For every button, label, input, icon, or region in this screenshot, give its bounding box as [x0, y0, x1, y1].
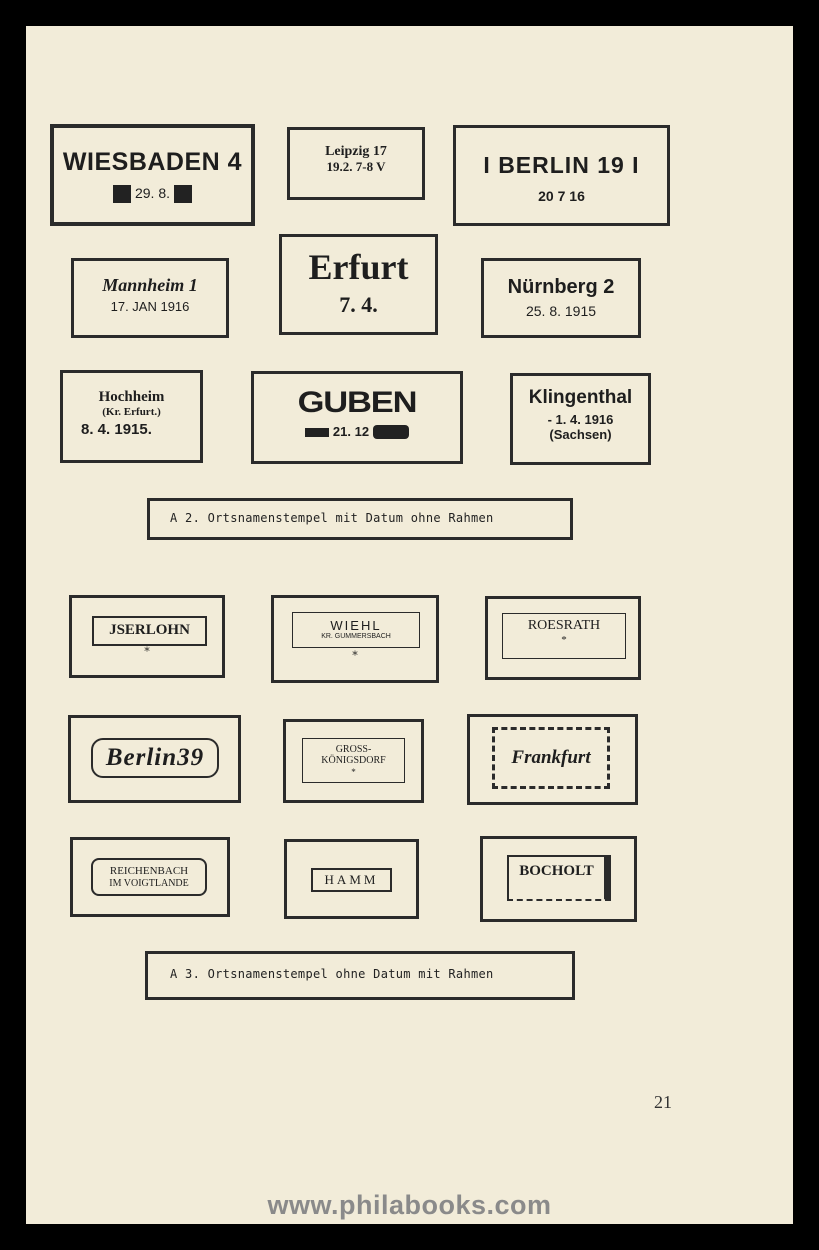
stamp-frankfurt: Frankfurt: [467, 714, 638, 805]
stamp-berlin-39: Berlin39: [68, 715, 241, 803]
stamp-iserlohn: JSERLOHN *: [69, 595, 225, 678]
stamp-nurnberg: Nürnberg 2 25. 8. 1915: [481, 258, 641, 338]
stamp-gross-konigsdorf-line2: KÖNIGSDORF: [321, 755, 386, 767]
stamp-nurnberg-name: Nürnberg 2: [507, 276, 615, 298]
stamp-roesrath-mark: *: [561, 634, 567, 647]
caption-a3: A 3. Ortsnamenstempel ohne Datum mit Rah…: [145, 951, 575, 1000]
stamp-reichenbach-frame: REICHENBACH IM VOIGTLANDE: [91, 858, 207, 896]
stamp-erfurt-name: Erfurt: [308, 247, 409, 287]
stamp-hochheim-district: (Kr. Erfurt.): [102, 406, 161, 419]
stamp-leipzig: Leipzig 17 19.2. 7-8 V: [287, 127, 425, 200]
stamp-hochheim-name: Hochheim: [98, 389, 165, 405]
stamp-wiesbaden-name: WIESBADEN 4: [62, 148, 243, 176]
stamp-wiesbaden-date-row: 29. 8.: [54, 184, 251, 204]
stamp-roesrath: ROESRATH *: [485, 596, 641, 680]
caption-a2: A 2. Ortsnamenstempel mit Datum ohne Rah…: [147, 498, 573, 540]
stamp-wiehl-district: KR. GUMMERSBACH: [321, 633, 391, 641]
stamp-nurnberg-date: 25. 8. 1915: [525, 303, 597, 319]
stamp-gross-konigsdorf-mark: *: [351, 766, 356, 777]
stamp-hochheim: Hochheim (Kr. Erfurt.) 8. 4. 1915.: [60, 370, 203, 463]
stamp-berlin-19-name: I BERLIN 19 I: [483, 152, 640, 178]
stamp-frankfurt-frame: Frankfurt: [492, 727, 610, 789]
stamp-berlin-39-name: Berlin39: [105, 743, 205, 771]
stamp-wiehl-frame: WIEHL KR. GUMMERSBACH: [292, 612, 420, 648]
stamp-hamm: HAMM: [284, 839, 419, 919]
stamp-mannheim: Mannheim 1 17. JAN 1916: [71, 258, 229, 338]
stamp-gross-konigsdorf: GROSS- KÖNIGSDORF *: [283, 719, 424, 803]
stamp-bocholt-frame: BOCHOLT: [507, 855, 611, 901]
stamp-iserlohn-frame: JSERLOHN: [92, 616, 207, 646]
stamp-hochheim-date: 8. 4. 1915.: [81, 420, 152, 438]
stamp-wiehl-name: WIEHL: [330, 617, 382, 633]
stamp-guben-date: 21. 12: [332, 423, 370, 439]
stamp-wiesbaden-date: 29. 8.: [134, 184, 171, 201]
stamp-iserlohn-name: JSERLOHN: [109, 622, 190, 639]
stamp-klingenthal-name: Klingenthal: [528, 387, 633, 408]
stamp-hamm-name: HAMM: [324, 871, 379, 887]
stamp-leipzig-name: Leipzig 17: [325, 144, 387, 159]
stamp-berlin-19-date: 20 7 16: [538, 188, 585, 205]
stamp-roesrath-frame: ROESRATH *: [502, 613, 626, 659]
stamp-klingenthal: Klingenthal - 1. 4. 1916 (Sachsen): [510, 373, 651, 465]
stamp-guben-date-row: 21. 12: [254, 423, 460, 440]
stamp-berlin-19: I BERLIN 19 I 20 7 16: [453, 125, 670, 226]
stamp-bocholt: BOCHOLT: [480, 836, 637, 922]
stamp-bocholt-name: BOCHOLT: [519, 863, 594, 879]
stamp-guben: GUBEN 21. 12: [251, 371, 463, 464]
stamp-wiesbaden: WIESBADEN 4 29. 8.: [50, 124, 255, 226]
stamp-reichenbach-line1: REICHENBACH: [109, 864, 189, 877]
stamp-roesrath-name: ROESRATH: [527, 618, 601, 633]
stamp-guben-name: GUBEN: [297, 386, 418, 419]
stamp-mannheim-date: 17. JAN 1916: [110, 298, 190, 314]
stamp-reichenbach-line2: IM VOIGTLANDE: [109, 877, 189, 889]
stamp-gross-konigsdorf-line1: GROSS-: [335, 743, 372, 755]
stamp-frankfurt-name: Frankfurt: [511, 747, 591, 769]
stamp-wiehl-mark: *: [352, 649, 358, 662]
stamp-wiehl: WIEHL KR. GUMMERSBACH *: [271, 595, 439, 683]
stamp-klingenthal-region: (Sachsen): [549, 426, 612, 442]
stamp-mannheim-name: Mannheim 1: [102, 275, 198, 295]
page-number: 21: [654, 1092, 672, 1112]
stamp-hamm-frame: HAMM: [311, 868, 392, 892]
stamp-berlin-39-frame: Berlin39: [91, 738, 219, 778]
stamp-erfurt-date: 7. 4.: [339, 292, 378, 318]
stamp-gross-konigsdorf-frame: GROSS- KÖNIGSDORF *: [302, 738, 405, 783]
stamp-iserlohn-mark: *: [144, 645, 150, 658]
watermark-url: www.philabooks.com: [267, 1190, 552, 1220]
stamp-erfurt: Erfurt 7. 4.: [279, 234, 438, 335]
book-page: WIESBADEN 4 29. 8. Leipzig 17 19.2. 7-8 …: [26, 26, 793, 1224]
stamp-reichenbach: REICHENBACH IM VOIGTLANDE: [70, 837, 230, 917]
stamp-leipzig-date: 19.2. 7-8 V: [326, 159, 386, 175]
stamp-klingenthal-date: - 1. 4. 1916: [547, 411, 614, 427]
